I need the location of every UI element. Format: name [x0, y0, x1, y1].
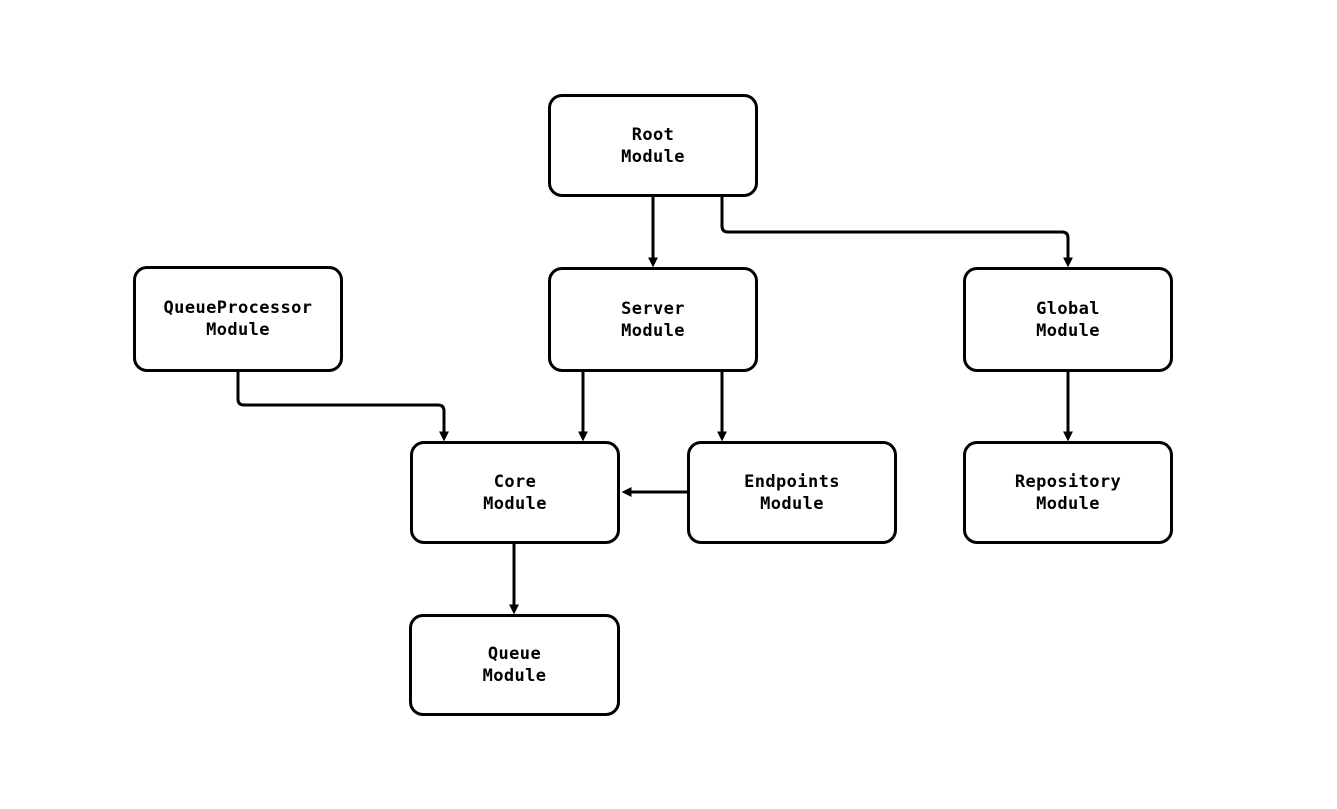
- node-repository[interactable]: Repository Module: [963, 441, 1173, 544]
- node-repository-subtitle: Module: [1036, 493, 1100, 514]
- node-endpoints-title: Endpoints: [744, 471, 840, 492]
- node-core-title: Core: [493, 471, 537, 492]
- node-server-subtitle: Module: [621, 320, 685, 341]
- edge-root-to-global: [720, 197, 1073, 268]
- node-endpoints[interactable]: Endpoints Module: [687, 441, 897, 544]
- node-root-subtitle: Module: [621, 146, 685, 167]
- node-root[interactable]: Root Module: [548, 94, 758, 197]
- node-queue-subtitle: Module: [482, 666, 547, 686]
- node-core-subtitle: Module: [483, 493, 547, 514]
- node-queueprocessor-subtitle: Module: [206, 320, 270, 340]
- node-queueprocessor-title: QueueProcessor: [163, 298, 313, 318]
- node-queueprocessor[interactable]: QueueProcessor Module: [133, 266, 343, 372]
- node-root-title: Root: [631, 124, 675, 145]
- node-global-subtitle: Module: [1036, 320, 1100, 341]
- node-server-title: Server: [621, 298, 685, 319]
- node-global-title: Global: [1036, 298, 1100, 319]
- node-endpoints-subtitle: Module: [760, 493, 824, 514]
- node-server[interactable]: Server Module: [548, 267, 758, 372]
- node-global[interactable]: Global Module: [963, 267, 1173, 372]
- edge-queueprocessor-to-core: [236, 372, 449, 442]
- node-repository-title: Repository: [1014, 471, 1122, 492]
- node-queue[interactable]: Queue Module: [409, 614, 620, 716]
- node-queue-title: Queue: [487, 644, 542, 664]
- node-core[interactable]: Core Module: [410, 441, 620, 544]
